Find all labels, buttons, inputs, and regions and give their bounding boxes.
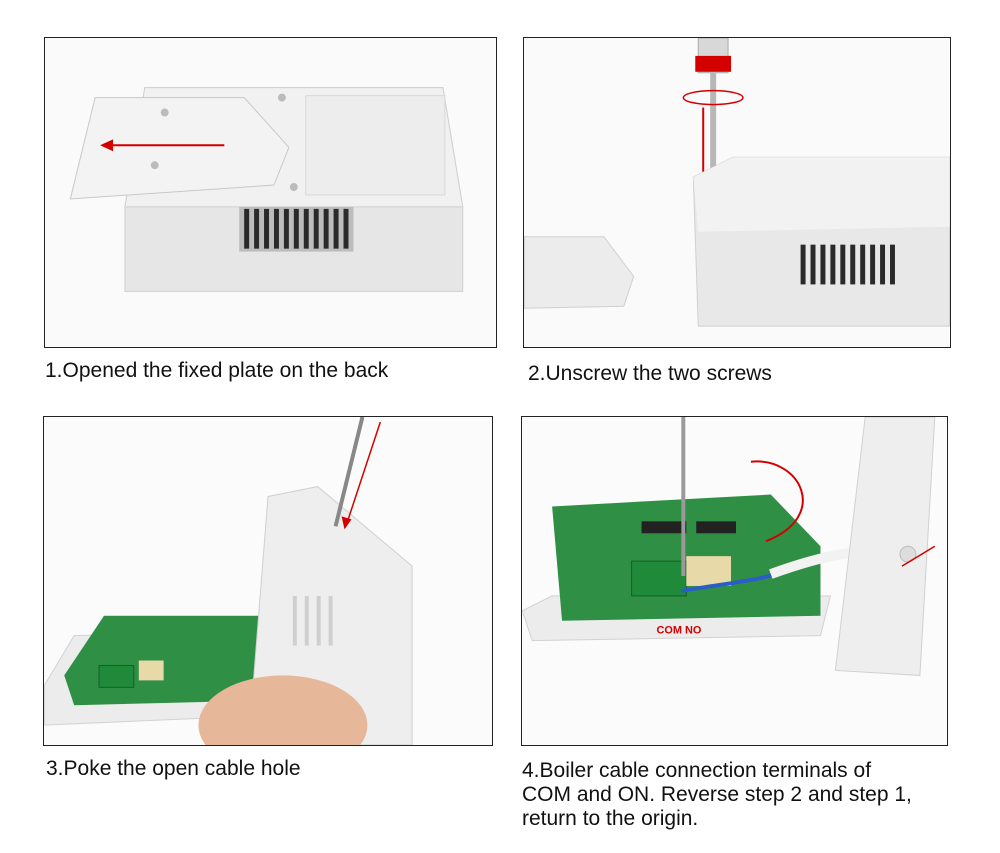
step4-caption-line: return to the origin. — [522, 807, 699, 830]
step2-caption: 2.Unscrew the two screws — [528, 362, 772, 385]
vent-grille — [239, 206, 354, 252]
step1-photo — [44, 37, 497, 348]
step2-photo — [523, 37, 951, 348]
screwdriver-icon — [695, 38, 732, 232]
vent-grille — [800, 244, 895, 285]
step4-caption-line: COM and ON. Reverse step 2 and step 1, — [522, 783, 912, 806]
step1-caption: 1.Opened the fixed plate on the back — [45, 359, 389, 382]
poke-cable-hole-illustration — [44, 417, 492, 745]
step4-photo: COM NO — [521, 416, 948, 746]
step4-caption-line: 4.Boiler cable connection terminals of — [522, 759, 872, 782]
step3-photo — [43, 416, 493, 746]
step4-caption: 4.Boiler cable connection terminals of C… — [522, 759, 982, 831]
terminal-block — [631, 560, 687, 597]
terminal-connection-illustration: COM NO — [522, 417, 947, 745]
thermostat-back-plate-illustration — [45, 38, 496, 347]
com-no-label: COM NO — [656, 625, 701, 637]
step3-caption: 3.Poke the open cable hole — [46, 757, 301, 780]
unscrew-illustration — [524, 38, 950, 347]
